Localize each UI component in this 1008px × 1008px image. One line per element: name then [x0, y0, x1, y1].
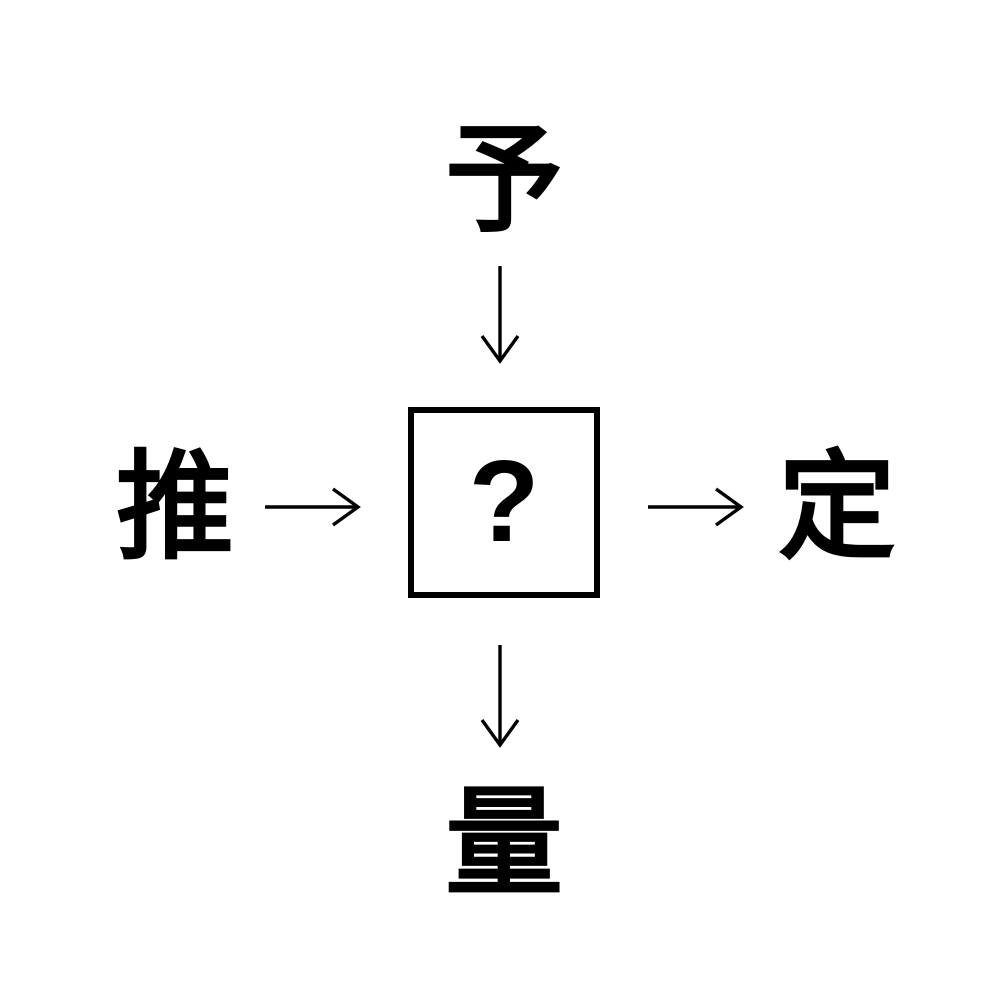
kanji-node-top: 予: [444, 111, 563, 249]
kanji-node-right: 定: [777, 438, 896, 576]
arrow-right-right-icon: [648, 487, 744, 527]
arrow-down-top-icon: [480, 266, 520, 364]
arrow-right-left-icon: [265, 487, 361, 527]
center-question-box[interactable]: ?: [408, 407, 600, 598]
kanji-node-left: 推: [115, 438, 234, 576]
center-box-label: ?: [468, 435, 540, 566]
kanji-node-bottom: 量: [444, 774, 563, 912]
arrow-down-bottom-icon: [480, 645, 520, 748]
